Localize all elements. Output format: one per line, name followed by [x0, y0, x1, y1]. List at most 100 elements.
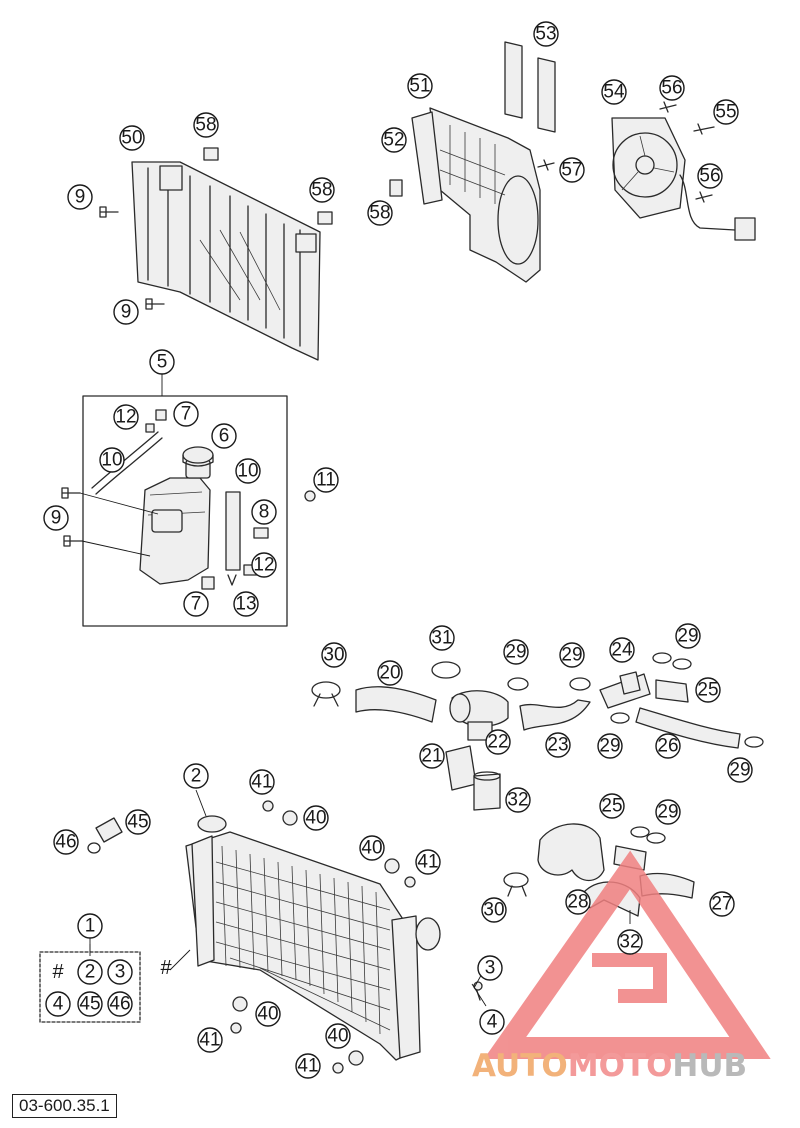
- callout-57: 57: [559, 157, 585, 183]
- svg-text:8: 8: [259, 502, 270, 523]
- callout-9-b: 9: [113, 299, 139, 325]
- callout-24: 24: [609, 637, 635, 663]
- radiator: [185, 815, 441, 1061]
- grommet-11: [304, 490, 316, 502]
- svg-text:12: 12: [253, 555, 274, 576]
- callout-30-a: 30: [321, 642, 347, 668]
- screws-55-56: [659, 101, 715, 203]
- svg-text:40: 40: [361, 838, 382, 859]
- svg-text:29: 29: [657, 802, 678, 823]
- svg-text:7: 7: [181, 404, 192, 425]
- svg-text:7: 7: [191, 594, 202, 615]
- callout-6: 6: [211, 423, 237, 449]
- watermark-text: AUTOMOTOHUB: [472, 1048, 747, 1084]
- watermark-moto: MOTO: [568, 1048, 673, 1084]
- svg-text:29: 29: [505, 642, 526, 663]
- document-id-label: 03-600.35.1: [12, 1094, 117, 1118]
- callout-9-c: 9: [43, 505, 69, 531]
- watermark-logo: [483, 850, 771, 1059]
- callout-46: 46: [53, 829, 79, 855]
- svg-text:26: 26: [657, 736, 678, 757]
- callout-12-b: 12: [251, 552, 277, 578]
- svg-text:53: 53: [535, 24, 556, 45]
- svg-text:3: 3: [115, 962, 126, 983]
- callout-26: 26: [655, 733, 681, 759]
- callout-21: 21: [419, 743, 445, 769]
- callout-40-a: 40: [303, 805, 329, 831]
- svg-text:40: 40: [257, 1004, 278, 1025]
- callout-29-b: 29: [559, 642, 585, 668]
- callout-25-b: 25: [599, 793, 625, 819]
- svg-text:46: 46: [109, 994, 130, 1015]
- callout-11: 11: [313, 467, 339, 493]
- callout-10-a: 10: [99, 447, 125, 473]
- svg-text:29: 29: [729, 760, 750, 781]
- hash-symbol-radiator: #: [160, 957, 172, 979]
- callout-45-kit: 45: [77, 991, 103, 1017]
- callout-50: 50: [119, 125, 145, 151]
- thermostat-housing-22: [449, 690, 509, 741]
- svg-text:41: 41: [199, 1030, 220, 1051]
- callout-20: 20: [377, 660, 403, 686]
- callout-9-a: 9: [67, 184, 93, 210]
- svg-text:31: 31: [431, 628, 452, 649]
- svg-text:40: 40: [305, 808, 326, 829]
- svg-text:58: 58: [369, 203, 390, 224]
- callout-45-a: 45: [125, 809, 151, 835]
- svg-text:46: 46: [55, 832, 76, 853]
- svg-text:22: 22: [487, 732, 508, 753]
- svg-text:13: 13: [235, 594, 256, 615]
- svg-text:4: 4: [53, 994, 64, 1015]
- svg-text:10: 10: [101, 450, 122, 471]
- callout-41-d: 41: [295, 1053, 321, 1079]
- screws-9-tank: [61, 487, 159, 557]
- svg-text:9: 9: [121, 302, 132, 323]
- radiator-mount-bolts: [230, 800, 483, 1074]
- callout-3: 3: [477, 955, 503, 981]
- callout-58-b: 58: [309, 177, 335, 203]
- callout-41-a: 41: [249, 769, 275, 795]
- hose-26: [635, 707, 741, 749]
- svg-text:30: 30: [323, 645, 344, 666]
- callout-8: 8: [251, 499, 277, 525]
- callout-1: 1: [77, 913, 103, 939]
- svg-text:29: 29: [561, 645, 582, 666]
- callout-3-kit: 3: [107, 959, 133, 985]
- callout-23: 23: [545, 732, 571, 758]
- callout-31: 31: [429, 625, 455, 651]
- svg-text:29: 29: [599, 736, 620, 757]
- svg-text:11: 11: [316, 470, 336, 491]
- svg-text:24: 24: [611, 640, 633, 661]
- callout-2: 2: [183, 763, 209, 789]
- callout-40-d: 40: [325, 1023, 351, 1049]
- callout-46-kit: 46: [107, 991, 133, 1017]
- callout-29-e: 29: [727, 757, 753, 783]
- callout-29-d: 29: [597, 733, 623, 759]
- callout-54: 54: [601, 79, 627, 105]
- sleeve-32: [473, 771, 501, 811]
- callout-29-a: 29: [503, 639, 529, 665]
- foam-strips-53: [504, 41, 556, 133]
- hose-clamp-30-b: [503, 872, 529, 897]
- electric-fan-54: [611, 117, 756, 241]
- hose-21: [445, 745, 477, 791]
- callout-53: 53: [533, 21, 559, 47]
- callout-41-c: 41: [197, 1027, 223, 1053]
- callout-25-a: 25: [695, 677, 721, 703]
- radiator-spoiler: [131, 161, 321, 361]
- svg-text:25: 25: [601, 796, 622, 817]
- svg-text:32: 32: [619, 932, 640, 953]
- svg-text:27: 27: [711, 894, 732, 915]
- hose-20: [355, 686, 437, 723]
- callout-32-b: 32: [617, 929, 643, 955]
- drain-screw-45: [87, 817, 123, 854]
- clamps-29-31: [431, 652, 764, 748]
- callout-2-kit: 2: [77, 959, 103, 985]
- callout-51: 51: [407, 73, 433, 99]
- svg-text:12: 12: [115, 407, 136, 428]
- svg-text:40: 40: [327, 1026, 348, 1047]
- svg-text:5: 5: [157, 352, 168, 373]
- hose-23: [519, 699, 591, 731]
- svg-text:6: 6: [219, 426, 230, 447]
